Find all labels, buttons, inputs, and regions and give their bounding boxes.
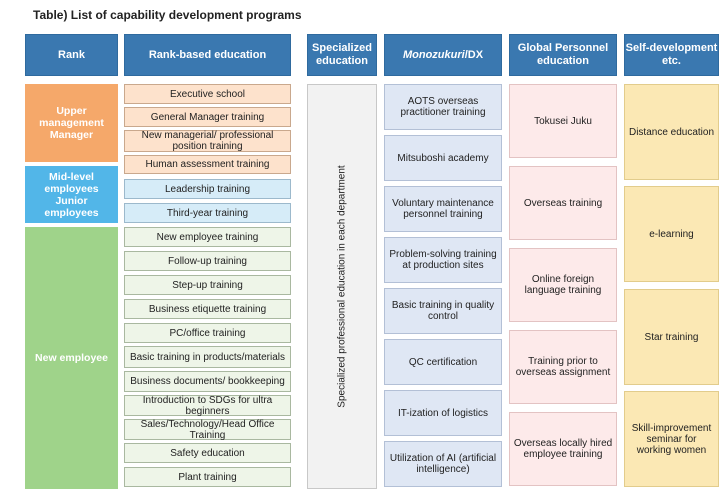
global-education-item: Overseas training [509,166,617,240]
header-rank-label: Rank [58,48,85,61]
rank-education-item: PC/office training [124,323,291,343]
monozukuri-item: Basic training in quality control [384,288,502,334]
rank-mid-level: Mid-level employees Junior employees [25,166,118,223]
global-education-item: Online foreign language training [509,248,617,322]
rank-education-item: Human assessment training [124,155,291,174]
header-specialized: Specialized education [307,34,377,76]
rank-education-item: Leadership training [124,179,291,199]
monozukuri-item: Mitsuboshi academy [384,135,502,181]
self-development-item: Star training [624,289,719,385]
rank-education-item: Third-year training [124,203,291,223]
header-specialized-label: Specialized education [312,42,372,67]
global-education-item: Tokusei Juku [509,84,617,158]
monozukuri-item: Problem-solving training at production s… [384,237,502,283]
rank-education-item: General Manager training [124,107,291,127]
rank-education-item: Introduction to SDGs for ultra beginners [124,395,291,417]
self-development-item: Distance education [624,84,719,180]
monozukuri-item: Utilization of AI (artificial intelligen… [384,441,502,487]
global-education-item: Training prior to overseas assignment [509,330,617,404]
rank-mid-label: Mid-level employees Junior employees [44,170,99,219]
self-development-item: Skill-improvement seminar for working wo… [624,391,719,487]
monozukuri-item: IT-ization of logistics [384,390,502,436]
rank-education-item: New employee training [124,227,291,247]
rank-new-employee: New employee [25,227,118,489]
specialized-education-label: Specialized professional education in ea… [336,165,348,408]
rank-education-item: Basic training in products/materials [124,346,291,368]
rank-education-item: Follow-up training [124,251,291,271]
rank-upper-management: Upper management Manager [25,84,118,162]
rank-education-item: New managerial/ professional position tr… [124,130,291,152]
rank-education-item: Business documents/ bookkeeping [124,371,291,392]
rank-new-label: New employee [35,352,108,364]
rank-upper-label: Upper management Manager [39,105,104,141]
header-global: Global Personnel education [509,34,617,76]
header-self-development: Self-development etc. [624,34,719,76]
monozukuri-item: QC certification [384,339,502,385]
rank-education-item: Safety education [124,443,291,463]
self-development-item: e-learning [624,186,719,282]
rank-education-item: Plant training [124,467,291,487]
header-monozukuri: Monozukuri/DX [384,34,502,76]
rank-education-item: Sales/Technology/Head Office Training [124,419,291,441]
header-rank-based: Rank-based education [124,34,291,76]
header-monozukuri-label: Monozukuri/DX [402,48,484,61]
rank-education-item: Executive school [124,84,291,104]
monozukuri-item: AOTS overseas practitioner training [384,84,502,130]
header-rank-based-label: Rank-based education [148,48,267,61]
monozukuri-item: Voluntary maintenance personnel training [384,186,502,232]
rank-education-item: Step-up training [124,275,291,295]
rank-education-item: Business etiquette training [124,299,291,319]
header-global-label: Global Personnel education [517,42,609,67]
table-title: Table) List of capability development pr… [33,8,302,22]
header-self-development-label: Self-development etc. [625,42,718,67]
header-rank: Rank [25,34,118,76]
specialized-education-cell: Specialized professional education in ea… [307,84,377,489]
global-education-item: Overseas locally hired employee training [509,412,617,486]
